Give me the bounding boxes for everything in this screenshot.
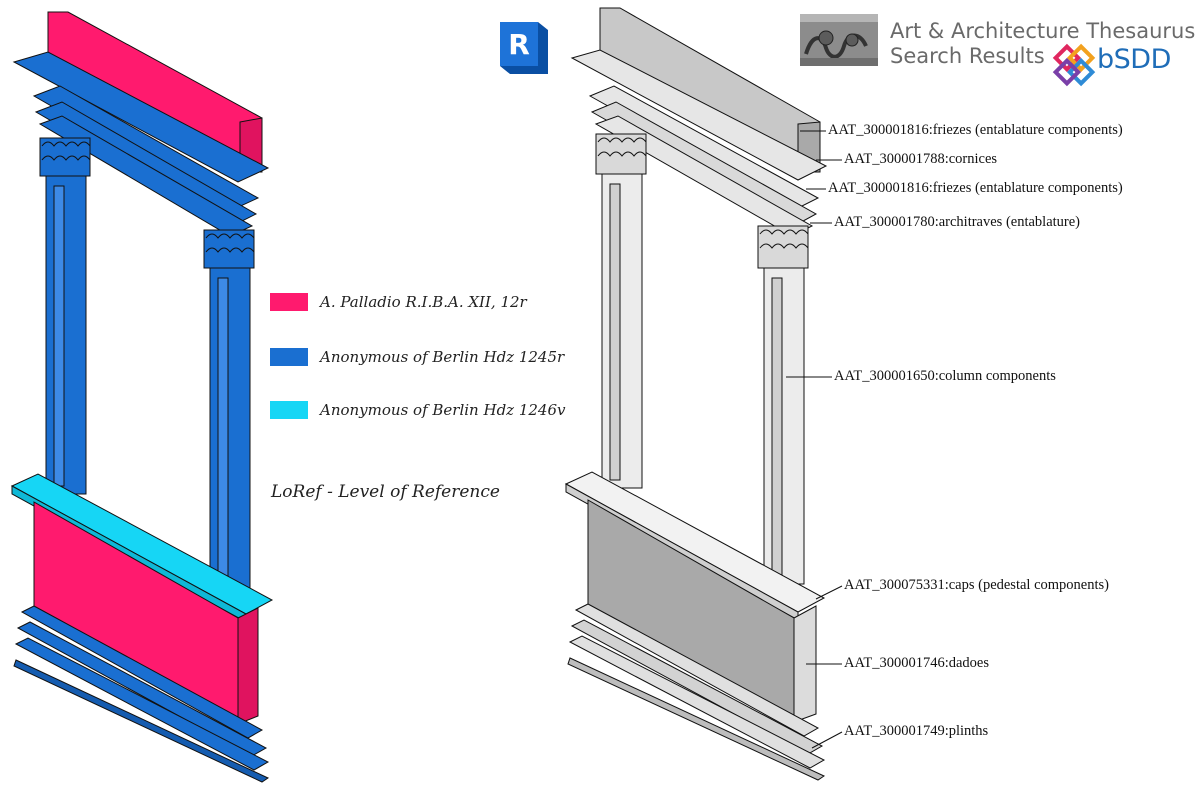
right-column <box>203 229 255 589</box>
ornament-relief-image <box>800 14 878 66</box>
legend-label: A. Palladio R.I.B.A. XII, 12r <box>320 293 527 311</box>
callout-frieze: AAT_300001816:friezes (entablature compo… <box>828 180 1123 196</box>
loref-caption: LoRef - Level of Reference <box>271 482 500 502</box>
callout-dadoes: AAT_300001746:dadoes <box>844 655 989 671</box>
legend-swatch <box>270 293 308 311</box>
leader-line <box>811 731 843 749</box>
gray-window-model <box>564 7 828 781</box>
legend-item-hdz1245r: Anonymous of Berlin Hdz 1245r <box>270 346 564 368</box>
revit-letter: R <box>508 28 530 61</box>
callout-frieze-top: AAT_300001816:friezes (entablature compo… <box>828 122 1123 138</box>
callout-architraves: AAT_300001780:architraves (entablature) <box>834 214 1081 230</box>
aat-title: Art & Architecture Thesaurus® Search Res… <box>890 14 1195 69</box>
legend-label: Anonymous of Berlin Hdz 1246v <box>320 401 566 419</box>
callout-column-components: AAT_300001650:column components <box>834 368 1056 384</box>
aat-line1: Art & Architecture Thesaurus <box>890 19 1195 43</box>
revit-logo: R <box>500 22 548 74</box>
legend-swatch <box>270 348 308 366</box>
legend-swatch <box>270 401 308 419</box>
callout-plinths: AAT_300001749:plinths <box>844 723 989 739</box>
callout-caps: AAT_300075331:caps (pedestal components) <box>844 577 1109 593</box>
bsdd-logo <box>1052 43 1096 87</box>
legend-item-hdz1246v: Anonymous of Berlin Hdz 1246v <box>270 399 566 421</box>
colored-window-model <box>10 11 274 783</box>
legend-item-palladio: A. Palladio R.I.B.A. XII, 12r <box>270 291 527 313</box>
left-column <box>39 137 91 495</box>
gray-right-column <box>757 225 809 585</box>
bsdd-wordmark: bSDD <box>1097 44 1171 75</box>
callout-cornices: AAT_300001788:cornices <box>844 151 998 167</box>
aat-line2: Search Results <box>890 44 1045 68</box>
legend-label: Anonymous of Berlin Hdz 1245r <box>320 348 565 366</box>
leader-line <box>815 585 843 600</box>
gray-left-column <box>595 133 647 489</box>
